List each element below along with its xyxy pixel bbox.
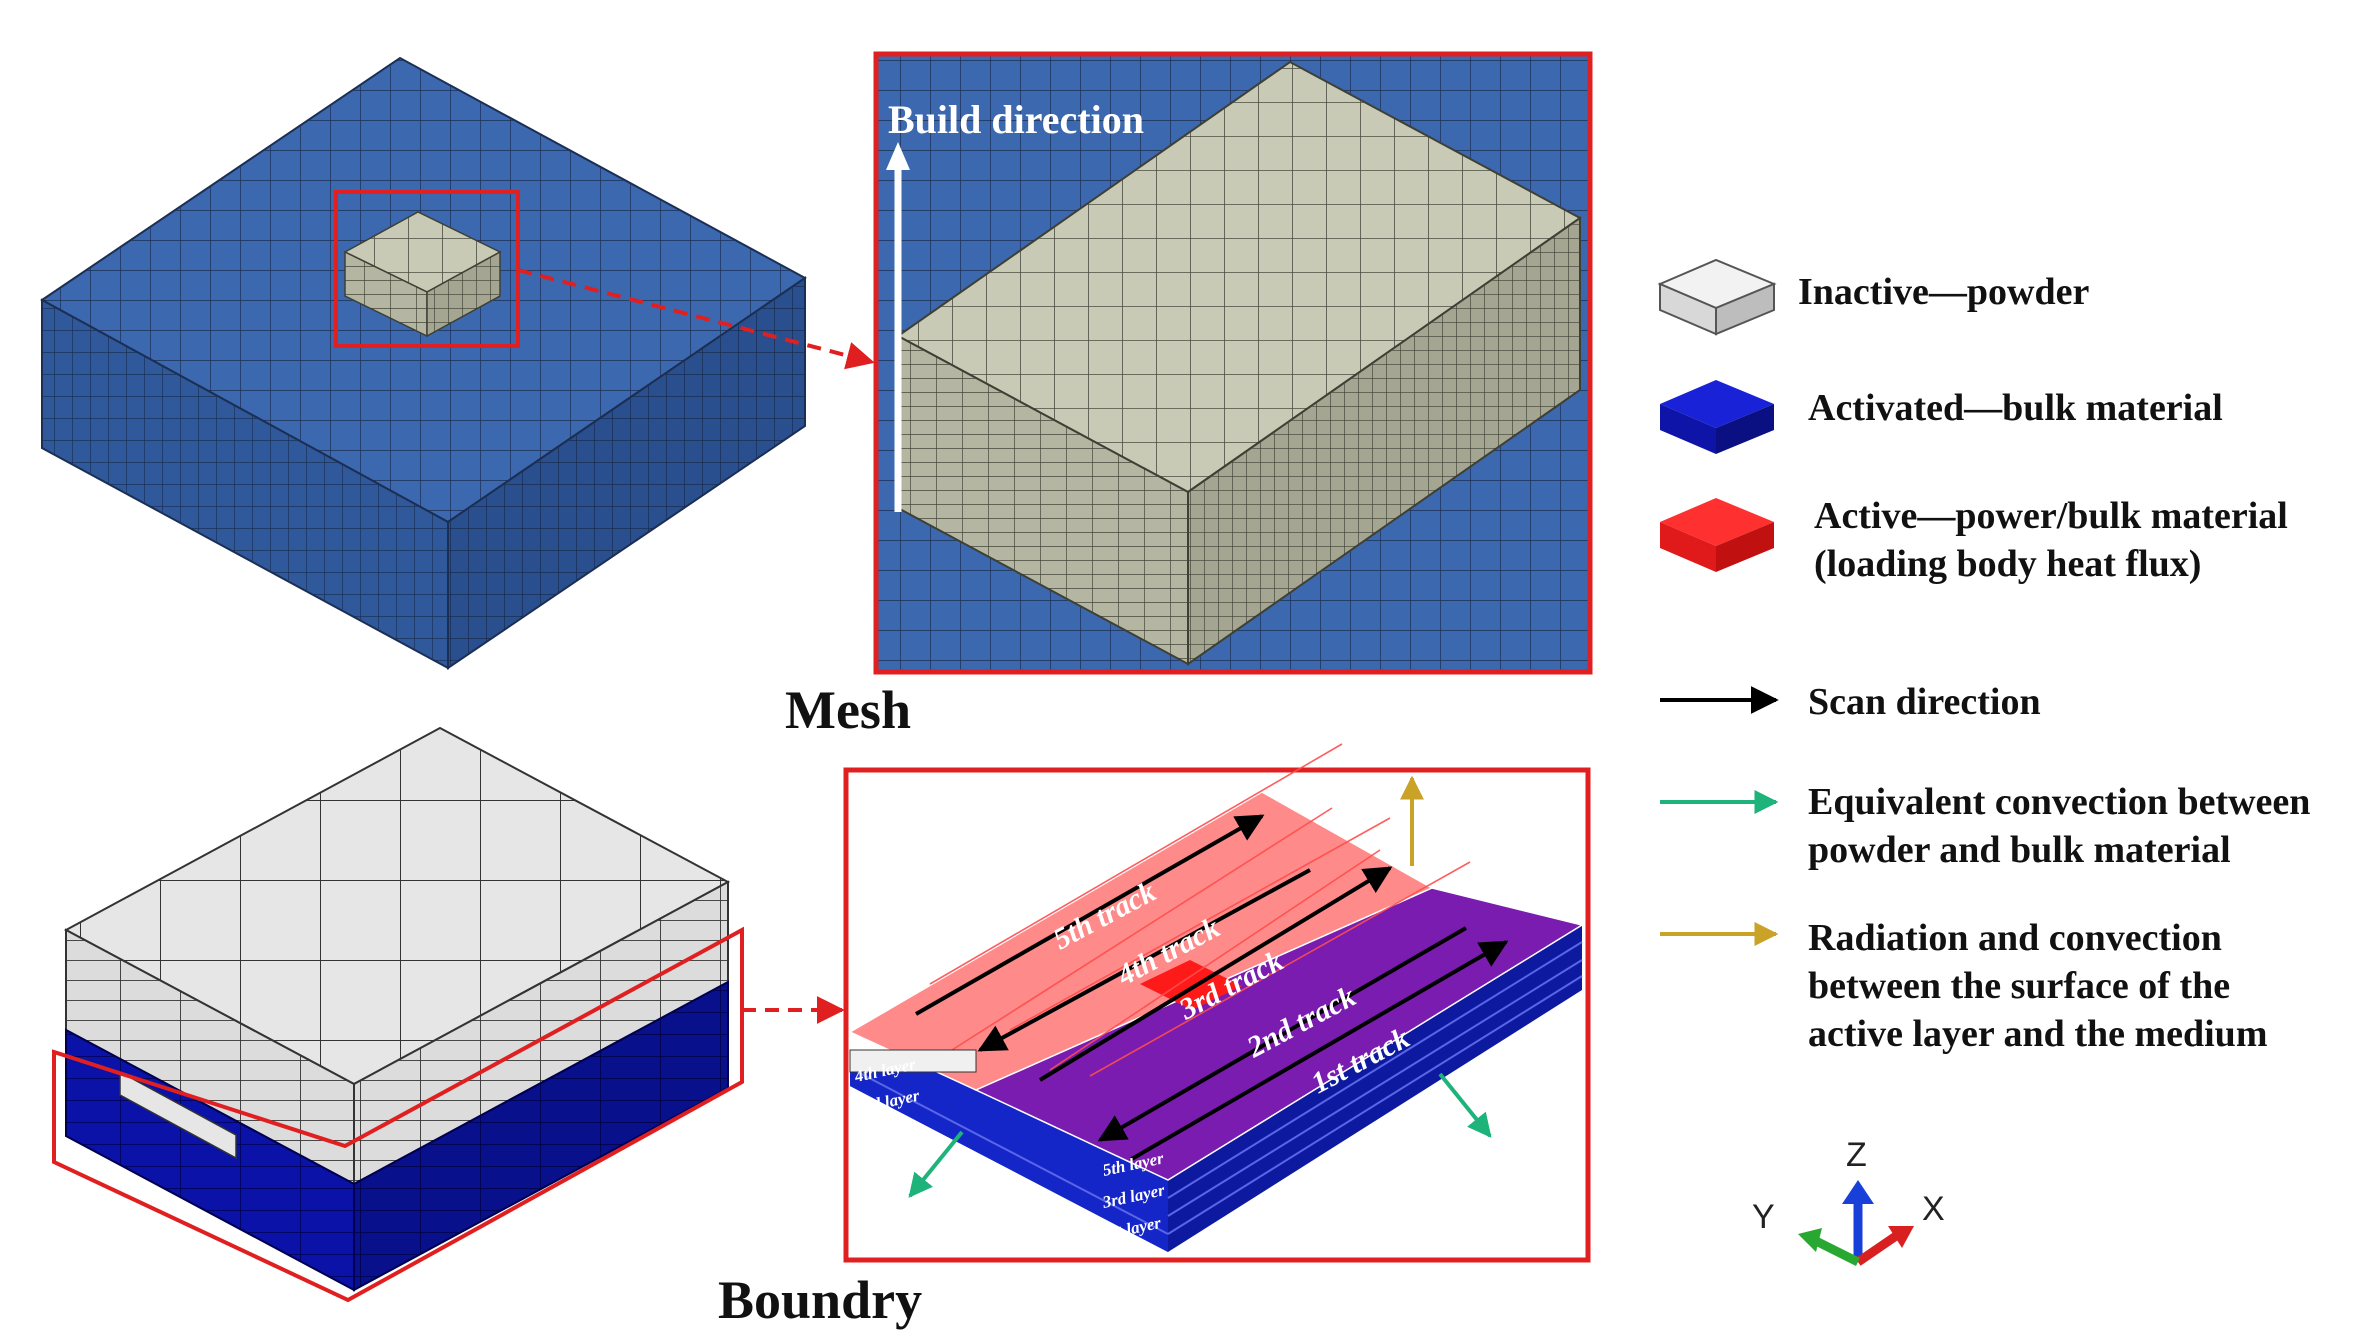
x-axis-icon	[1855, 1232, 1899, 1266]
heat-source-element	[1140, 960, 1242, 1010]
x-axis-head	[1888, 1226, 1914, 1248]
z-axis-head	[1842, 1180, 1874, 1204]
y-axis-label: Y	[1752, 1198, 1775, 1236]
powder-side-strip	[849, 1049, 977, 1073]
boundary-highlight-frame	[52, 926, 744, 1303]
legend-scan: Scan direction	[1660, 681, 2041, 723]
active-powder-notch	[119, 1070, 237, 1160]
legend-scan-label: Scan direction	[1808, 681, 2041, 723]
activated-swatch-icon	[1660, 380, 1774, 428]
convection-arrow-left	[908, 1130, 964, 1198]
legend-active-label-2: (loading body heat flux)	[1814, 543, 2201, 585]
layer-divider-lines	[849, 941, 1583, 1235]
x-axis-label: X	[1922, 1190, 1945, 1228]
active-layer-purple-region	[974, 887, 1584, 1181]
legend-active-label-1: Active—power/bulk material	[1814, 495, 2288, 537]
active-swatch-icon	[1660, 498, 1774, 546]
legend-active: Active—power/bulk material (loading body…	[1660, 495, 2288, 585]
zoom-region-box	[334, 190, 520, 348]
z-axis-label: Z	[1846, 1136, 1867, 1174]
legend-radiation: Radiation and convection between the sur…	[1660, 917, 2267, 1055]
legend-activated-label: Activated—bulk material	[1808, 387, 2223, 429]
top-grid-lines	[929, 743, 1471, 1077]
activated-swatch-right	[1716, 404, 1774, 454]
convection-arrow-right	[1438, 1072, 1492, 1138]
legend: Inactive—powder Activated—bulk material …	[1657, 258, 2310, 1055]
part-right-face	[426, 250, 501, 338]
mesh-substrate-model	[40, 56, 875, 670]
axis-triad: Z Y X	[1752, 1136, 1945, 1267]
boundary-caption: Boundry	[718, 1270, 922, 1330]
y-axis-head	[1798, 1228, 1822, 1252]
y-axis-icon	[1811, 1235, 1861, 1267]
legend-inactive-label: Inactive—powder	[1798, 271, 2089, 313]
legend-equiv-label-2: powder and bulk material	[1808, 829, 2231, 871]
active-swatch-left	[1660, 522, 1716, 572]
legend-inactive: Inactive—powder	[1657, 258, 2089, 336]
mesh-zoom-panel: Build direction	[873, 51, 1593, 675]
build-direction-arrowhead	[886, 142, 910, 170]
substrate-right-face	[447, 276, 806, 670]
zoom-connector-arrow	[517, 268, 875, 370]
build-direction-label: Build direction	[888, 97, 1144, 142]
inactive-swatch-right	[1715, 282, 1775, 336]
scan-arrows	[915, 814, 1509, 1162]
zoom-panel-frame	[873, 51, 1593, 675]
legend-activated: Activated—bulk material	[1660, 380, 2223, 454]
legend-rad-label-2: between the surface of the	[1808, 965, 2230, 1007]
legend-rad-label-3: active layer and the medium	[1808, 1013, 2267, 1055]
legend-rad-label-1: Radiation and convection	[1808, 917, 2222, 959]
mesh-caption: Mesh	[785, 680, 911, 740]
boundary-zoom-panel: 5th track 4th track 3rd track 2nd track …	[843, 743, 1591, 1263]
legend-equiv-label-1: Equivalent convection between	[1808, 781, 2310, 823]
legend-equivalent-convection: Equivalent convection between powder and…	[1660, 781, 2310, 871]
boundary-block-model	[52, 726, 845, 1303]
active-swatch-right	[1716, 522, 1774, 572]
zoom-part-right-face	[1187, 216, 1581, 666]
activated-swatch-left	[1660, 404, 1716, 454]
